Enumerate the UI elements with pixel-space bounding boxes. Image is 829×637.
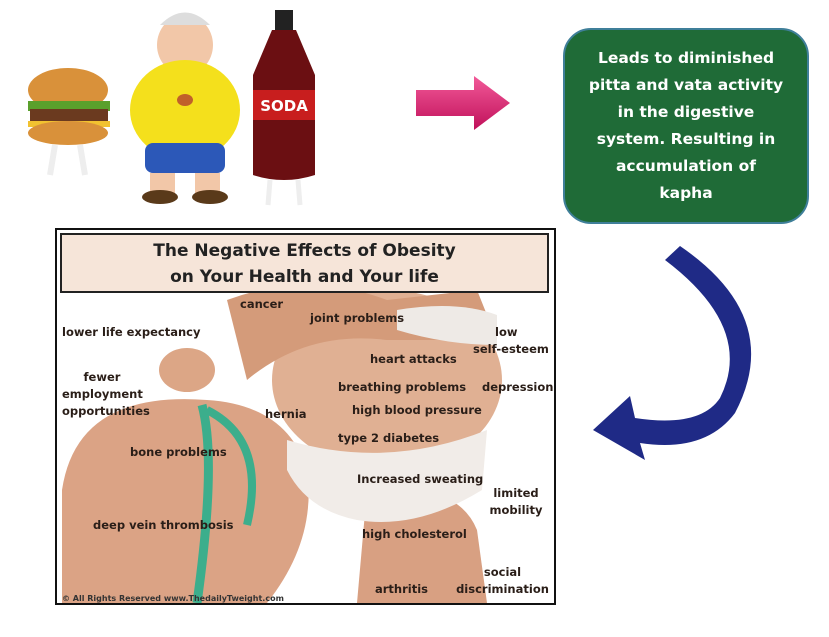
- blue-curved-arrow-icon: [593, 246, 752, 460]
- label-hernia: hernia: [265, 407, 307, 421]
- label-breathing-problems: breathing problems: [338, 380, 467, 394]
- label-line: fewer: [83, 370, 121, 384]
- label-deep-vein-thrombosis: deep vein thrombosis: [93, 518, 234, 532]
- label-heart-attacks: heart attacks: [370, 352, 457, 366]
- soda-bottle-character-icon: SODA: [253, 10, 315, 206]
- label-cancer: cancer: [240, 297, 284, 311]
- copyright-notice: © All Rights Reserved www.ThedailyTweigh…: [62, 594, 284, 603]
- box-line: Leads to diminished: [597, 49, 775, 67]
- label-lower-life-expectancy: lower life expectancy: [62, 325, 201, 339]
- label-joint-problems: joint problems: [310, 311, 405, 325]
- obesity-effects-infographic: The Negative Effects of Obesity on Your …: [55, 228, 556, 605]
- label-line: employment: [62, 387, 143, 401]
- label-line: discrimination: [456, 582, 549, 596]
- label-type-2-diabetes: type 2 diabetes: [338, 431, 440, 445]
- pink-right-arrow-icon: [416, 76, 510, 130]
- label-low: low: [495, 325, 518, 339]
- label-self-esteem: self-esteem: [473, 342, 549, 356]
- label-arthritis: arthritis: [375, 582, 429, 596]
- label-limited-mobility: limited mobility: [483, 485, 549, 519]
- box-line: system. Resulting in: [596, 130, 776, 148]
- box-line: in the digestive: [617, 103, 755, 121]
- label-line: opportunities: [62, 404, 150, 418]
- box-line: kapha: [659, 184, 713, 202]
- label-fewer-employment-opportunities: fewer employment opportunities: [62, 369, 150, 420]
- label-line: social: [483, 565, 522, 579]
- box-line: pitta and vata activity: [588, 76, 784, 94]
- label-line: mobility: [489, 503, 543, 517]
- junk-food-cartoon-illustration: SODA: [28, 10, 315, 206]
- kapha-explanation-box: Leads to diminished pitta and vata activ…: [563, 28, 809, 224]
- label-increased-sweating: Increased sweating: [357, 472, 484, 486]
- burger-character-icon: [28, 68, 110, 176]
- label-social-discrimination: social discrimination: [455, 564, 550, 598]
- svg-text:SODA: SODA: [260, 97, 308, 115]
- label-depression: depression: [482, 380, 554, 394]
- box-line: accumulation of: [615, 157, 756, 175]
- label-bone-problems: bone problems: [130, 445, 227, 459]
- title-line: on Your Health and Your life: [170, 267, 439, 287]
- title-line: The Negative Effects of Obesity: [153, 241, 456, 261]
- infographic-title: The Negative Effects of Obesity on Your …: [60, 233, 549, 293]
- label-high-cholesterol: high cholesterol: [362, 527, 467, 541]
- fat-man-character-icon: [130, 12, 240, 204]
- label-high-blood-pressure: high blood pressure: [352, 403, 482, 417]
- label-line: limited: [493, 486, 539, 500]
